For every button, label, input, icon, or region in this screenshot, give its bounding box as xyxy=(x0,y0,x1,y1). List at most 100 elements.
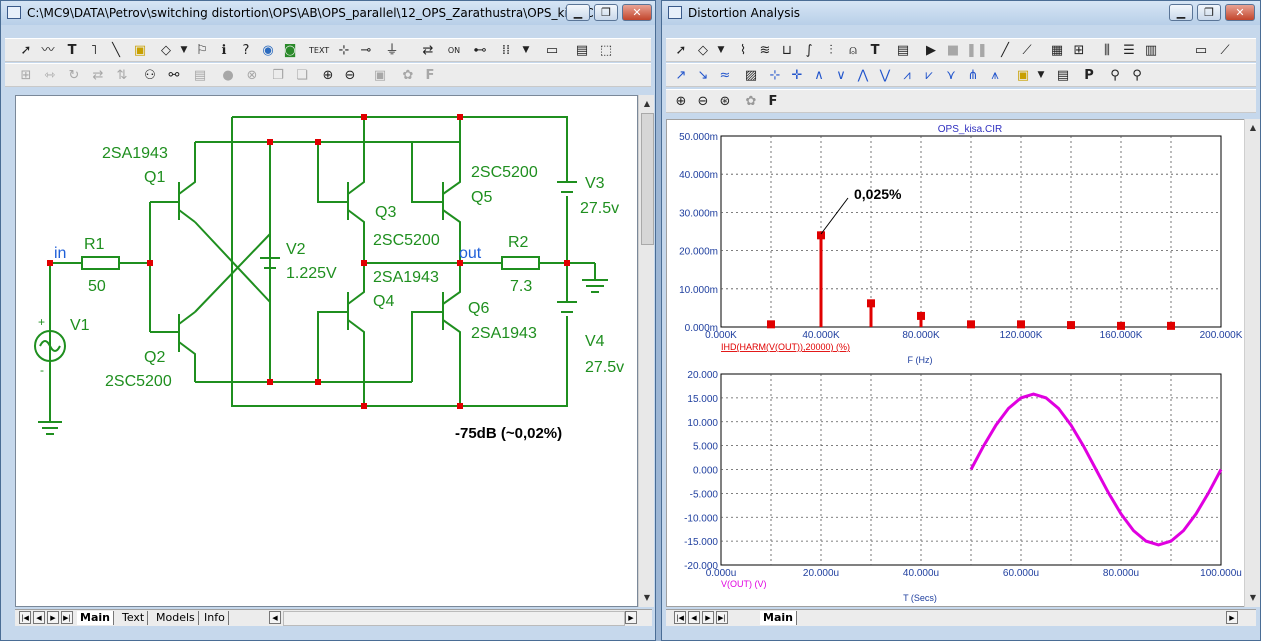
probe-icon[interactable]: ◙ xyxy=(283,43,297,58)
properties-icon[interactable]: ▤ xyxy=(575,43,589,58)
close-button[interactable]: ✕ xyxy=(622,4,652,21)
zoom-fit-icon[interactable]: ⊛ xyxy=(719,94,731,109)
power-icon[interactable]: ⏚ xyxy=(385,43,399,58)
color-icon[interactable]: ⩚ xyxy=(991,68,999,83)
center-icon[interactable]: ✛ xyxy=(791,68,803,83)
restore-button[interactable]: ❐ xyxy=(1197,4,1221,21)
text-icon[interactable]: T xyxy=(67,43,77,58)
split-icon[interactable]: ▥ xyxy=(1144,43,1158,58)
analysis-vscrollbar[interactable]: ▲ ▼ xyxy=(1244,119,1260,607)
stop-icon[interactable]: ■ xyxy=(946,43,960,58)
chart-icon[interactable]: ▨ xyxy=(744,68,758,83)
text-box-icon[interactable]: TEXT xyxy=(309,46,330,55)
valley-icon[interactable]: ∨ xyxy=(836,68,846,83)
probe-icon[interactable]: ⚲ xyxy=(1110,68,1120,83)
globe-icon[interactable]: ◉ xyxy=(262,43,274,58)
arrow-icon[interactable]: ➚ xyxy=(675,43,687,58)
scroll-up-icon[interactable]: ▲ xyxy=(643,99,651,108)
flag-icon[interactable]: ⚐ xyxy=(196,43,208,58)
hscroll-left-icon[interactable]: ◀ xyxy=(269,611,281,624)
dropdown-icon[interactable]: ▼ xyxy=(717,45,725,55)
last-page-icon[interactable]: ▶| xyxy=(61,611,73,624)
minimize-button[interactable]: ▁ xyxy=(566,4,590,21)
last-page-icon[interactable]: ▶| xyxy=(716,611,728,624)
low-icon[interactable]: ⋁ xyxy=(879,68,891,83)
paste-icon[interactable]: ❏ xyxy=(296,68,308,83)
limits-icon[interactable]: ⫶ xyxy=(829,43,833,58)
palette-icon[interactable]: ✿ xyxy=(745,94,757,109)
flip-v-icon[interactable]: ⇅ xyxy=(116,68,128,83)
global-icon[interactable]: ⩗ xyxy=(925,68,933,83)
p-icon[interactable]: P xyxy=(1084,68,1094,83)
cursor-icon[interactable]: ⬚ xyxy=(599,43,613,58)
elbow-wire-icon[interactable]: ˥ xyxy=(90,43,98,58)
next-icon[interactable]: ↘ xyxy=(697,68,709,83)
high-icon[interactable]: ⋀ xyxy=(857,68,869,83)
scroll-down-icon[interactable]: ▼ xyxy=(1249,593,1257,602)
wire-icon[interactable]: 〰 xyxy=(41,43,55,58)
grid-icon[interactable]: ⁞⁞ xyxy=(501,43,511,58)
flip-h-icon[interactable]: ⇿ xyxy=(44,68,56,83)
stepping-icon[interactable]: ⊔ xyxy=(781,43,793,58)
line-icon[interactable]: ╱ xyxy=(1001,43,1009,58)
tag-icon[interactable]: ⍝ xyxy=(849,43,857,58)
camera-icon[interactable]: ▣ xyxy=(373,68,387,83)
font-icon[interactable]: F xyxy=(425,68,435,83)
schematic-canvas[interactable]: 2SA1943 Q1 Q2 2SC5200 Q3 2SC5200 2SA1943… xyxy=(15,95,638,607)
minimize-button[interactable]: ▁ xyxy=(1169,4,1193,21)
find-icon[interactable]: ⚯ xyxy=(168,68,180,83)
diagonal-wire-icon[interactable]: ╲ xyxy=(112,43,120,58)
info-icon[interactable]: ℹ xyxy=(221,43,227,58)
cancel-icon[interactable]: ⊗ xyxy=(246,68,258,83)
arrow-icon[interactable]: ➚ xyxy=(20,43,32,58)
select-icon[interactable]: ◇ xyxy=(698,43,708,58)
analysis-titlebar[interactable]: Distortion Analysis ▁ ❐ ✕ xyxy=(662,1,1260,25)
column-icon[interactable]: ⫼ xyxy=(1104,43,1110,58)
palette-icon[interactable]: ✿ xyxy=(402,68,414,83)
bar-icon[interactable]: ☰ xyxy=(1123,43,1135,58)
first-page-icon[interactable]: |◀ xyxy=(19,611,31,624)
select-icon[interactable]: ◇ xyxy=(161,43,171,58)
hscroll-left-icon[interactable]: ▶ xyxy=(1226,611,1238,624)
zoom-in-icon[interactable]: ⊕ xyxy=(675,94,687,109)
pin-icon[interactable]: ⊹ xyxy=(338,43,350,58)
node-icon[interactable]: ⊸ xyxy=(360,43,372,58)
preview-icon[interactable]: ≋ xyxy=(759,43,771,58)
slope-icon[interactable]: ⋎ xyxy=(946,68,956,83)
schematic-titlebar[interactable]: C:\MC9\DATA\Petrov\switching distortion\… xyxy=(1,1,655,25)
next-page-icon[interactable]: ▶ xyxy=(47,611,59,624)
cursor-icon[interactable]: ↗ xyxy=(675,68,687,83)
help-icon[interactable]: ? xyxy=(242,43,250,58)
on-icon[interactable]: ON xyxy=(447,46,461,55)
run-icon[interactable]: ▶ xyxy=(926,43,936,58)
font-icon[interactable]: F xyxy=(768,94,778,109)
tab-text[interactable]: Text xyxy=(119,611,149,625)
properties-icon[interactable]: ▤ xyxy=(896,43,910,58)
component-icon[interactable]: ▣ xyxy=(133,43,147,58)
dropdown-icon[interactable]: ▼ xyxy=(1037,70,1045,80)
peak-up-icon[interactable]: ∧ xyxy=(814,68,824,83)
hscroll-right-icon[interactable]: ▶ xyxy=(625,611,637,624)
curve-icon[interactable]: ∫ xyxy=(805,43,813,58)
mirror-icon[interactable]: ⇄ xyxy=(92,68,104,83)
prev-page-icon[interactable]: ◀ xyxy=(688,611,700,624)
scroll-thumb[interactable] xyxy=(641,113,654,245)
wave-icon[interactable]: ≈ xyxy=(719,68,731,83)
zoom-in-icon[interactable]: ⊕ xyxy=(322,68,334,83)
diag-icon[interactable]: ⟋ xyxy=(1022,43,1032,58)
pause-icon[interactable]: ❚❚ xyxy=(966,43,988,58)
zoom-out-icon[interactable]: ⊖ xyxy=(697,94,709,109)
hscrollbar[interactable] xyxy=(283,611,625,626)
line-icon[interactable]: ⊷ xyxy=(473,43,487,58)
window-icon[interactable]: ▭ xyxy=(1194,43,1208,58)
tools-icon[interactable]: ▣ xyxy=(1016,68,1030,83)
first-page-icon[interactable]: |◀ xyxy=(674,611,686,624)
dropdown-icon[interactable]: ▼ xyxy=(522,45,530,55)
page-icon[interactable]: ▭ xyxy=(545,43,559,58)
dropdown-icon[interactable]: ▼ xyxy=(180,45,188,55)
table-icon[interactable]: ⊞ xyxy=(1073,43,1085,58)
copy-icon[interactable]: ❐ xyxy=(272,68,284,83)
restore-button[interactable]: ❐ xyxy=(594,4,618,21)
schematic-vscrollbar[interactable]: ▲ ▼ xyxy=(638,95,654,607)
